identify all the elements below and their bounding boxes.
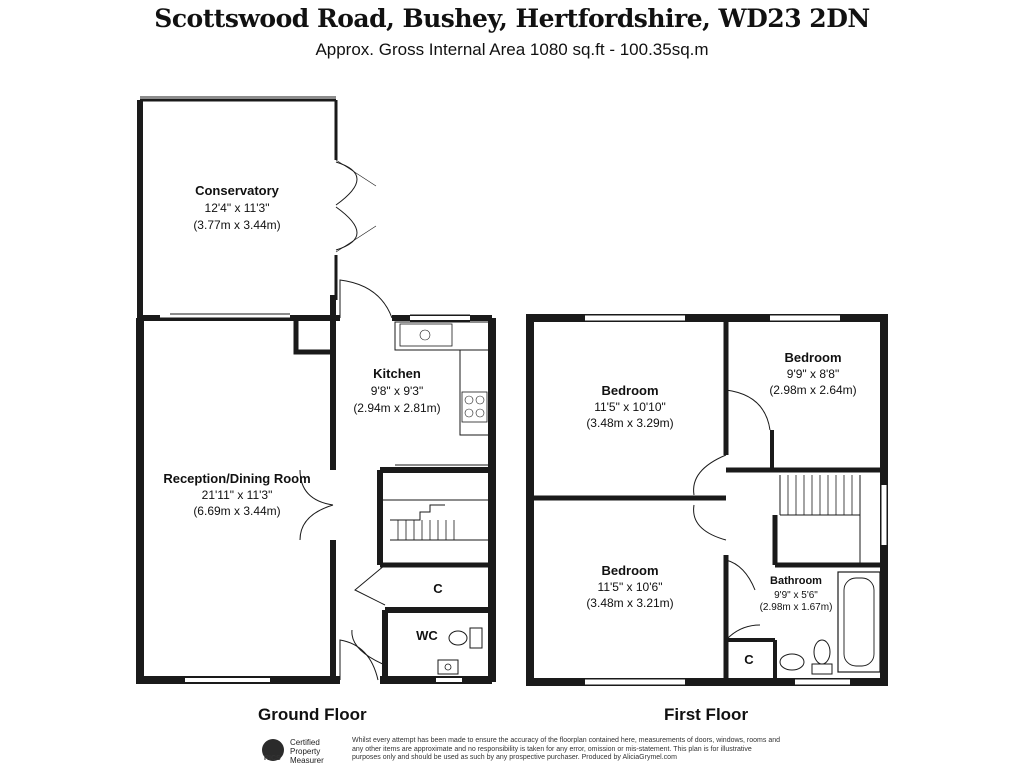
room-size-bedroom-3: 11'5" x 10'6" [598,580,663,594]
room-name-bedroom-1: Bedroom [601,383,658,398]
room-metric-kitchen: (2.94m x 2.81m) [353,401,440,415]
room-name-wc: WC [416,628,438,643]
rics-logo-icon [262,739,284,761]
room-name-cupboard-first: C [744,652,754,667]
rics-logo-text: RICS [264,755,281,762]
gross-area: Approx. Gross Internal Area 1080 sq.ft -… [315,40,709,59]
room-metric-reception: (6.69m x 3.44m) [193,504,280,518]
room-metric-bedroom-3: (3.48m x 3.21m) [586,596,673,610]
room-size-bathroom: 9'9" x 5'6" [774,590,818,601]
room-name-bathroom: Bathroom [770,575,822,587]
disclaimer-text: Whilst every attempt has been made to en… [352,737,781,761]
cert-line-1: Certified [290,738,320,747]
cert-line-3: Measurer [290,756,324,765]
certification-text: Certified Property Measurer [290,738,324,765]
cert-line-2: Property [290,747,321,756]
rics-badge: RICS Certified Property Measurer [260,737,340,765]
room-name-bedroom-3: Bedroom [601,563,658,578]
room-size-bedroom-2: 9'9" x 8'8" [787,367,839,381]
first-floor-label: First Floor [664,705,749,724]
room-name-bedroom-2: Bedroom [784,350,841,365]
first-floor-plan [526,314,888,686]
room-metric-bedroom-1: (3.48m x 3.29m) [586,416,673,430]
room-metric-conservatory: (3.77m x 3.44m) [193,218,280,232]
room-name-cupboard-ground: C [433,581,443,596]
room-size-reception: 21'11" x 11'3" [202,488,273,502]
room-name-reception: Reception/Dining Room [163,471,310,486]
plan-title: Scottswood Road, Bushey, Hertfordshire, … [154,4,870,33]
room-size-conservatory: 12'4" x 11'3" [205,201,270,215]
room-size-bedroom-1: 11'5" x 10'10" [594,400,666,414]
room-name-kitchen: Kitchen [373,366,421,381]
room-metric-bathroom: (2.98m x 1.67m) [760,602,833,613]
ground-floor-plan [136,96,496,684]
room-metric-bedroom-2: (2.98m x 2.64m) [769,383,856,397]
room-labels: Conservatory 12'4" x 11'3" (3.77m x 3.44… [163,183,856,667]
room-name-conservatory: Conservatory [195,183,280,198]
room-size-kitchen: 9'8" x 9'3" [371,384,423,398]
ground-floor-label: Ground Floor [258,705,367,724]
